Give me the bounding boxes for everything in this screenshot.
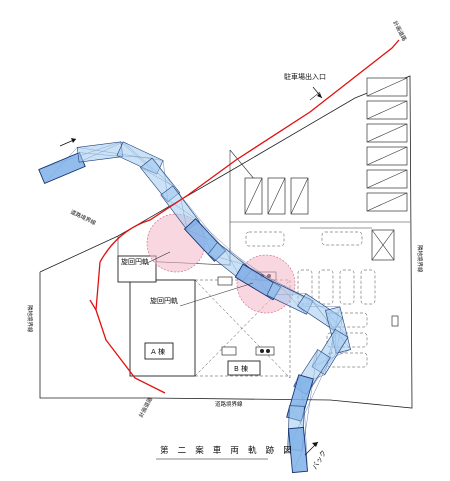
building-b-label-box — [227, 360, 261, 376]
rotation-circle-label-2: 旋回円軌 — [150, 296, 178, 305]
trajectory-trace — [242, 264, 314, 301]
building-a-annex — [117, 255, 157, 283]
parking-entrance-label: 駐車場出入口 — [284, 72, 326, 81]
red-trajectory-line — [89, 39, 400, 394]
vehicle-outline — [76, 141, 124, 163]
parking-diagonal — [229, 149, 256, 181]
arrow-icon — [304, 441, 319, 456]
building-a-label-box — [144, 342, 174, 360]
trajectory-trace — [304, 406, 308, 472]
trajectory-trace — [195, 218, 253, 270]
building-a-outline — [129, 279, 196, 377]
arrow-icon — [59, 138, 77, 147]
building-a-label: A 棟 — [151, 347, 165, 356]
leader-line — [144, 251, 171, 265]
trajectory-trace — [217, 242, 281, 288]
road-boundary-label-left: 道路境界線 — [69, 208, 98, 227]
loading-box — [371, 229, 395, 261]
site-boundary-label-left: 隣地境界線 — [26, 305, 34, 333]
rotation-circle-label-1: 旋回円軌 — [121, 257, 149, 266]
back-label: バック — [311, 449, 328, 471]
vehicle-positions — [38, 141, 351, 474]
vehicle-outline — [288, 426, 308, 474]
parking-stalls-top — [244, 177, 309, 215]
site-boundary-label-right: 隣地境界線 — [416, 245, 424, 273]
small-marker — [391, 315, 399, 327]
diagram-title: 第 二 案 車 両 軌 跡 図 — [160, 445, 295, 456]
site-boundary — [39, 75, 413, 409]
entrance-arrow-icon — [312, 86, 323, 99]
vehicle-outline — [38, 152, 86, 184]
road-corner-label-bottom: 計画道路 — [137, 395, 155, 419]
leader-line — [179, 282, 254, 307]
road-corner-label-top: 計画道路 — [391, 19, 409, 43]
road-boundary-label-bottom: 道路境界線 — [215, 400, 243, 408]
building-b-label: B 棟 — [234, 364, 248, 373]
parking-stalls-right — [366, 77, 408, 212]
parked-cars-dashed — [245, 231, 376, 368]
trajectory-trace — [172, 185, 226, 252]
